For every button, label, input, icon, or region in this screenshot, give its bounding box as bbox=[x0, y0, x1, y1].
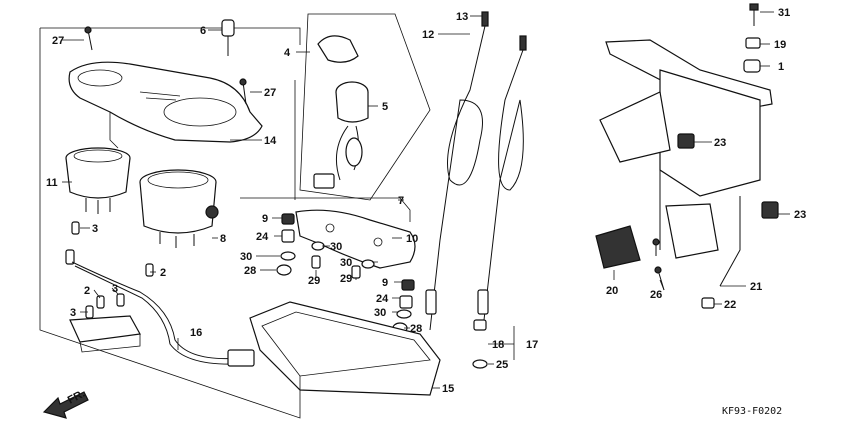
callout-12: 12 bbox=[422, 29, 434, 41]
callout-leader-lines bbox=[62, 11, 790, 389]
callout-3b: 3 bbox=[112, 283, 118, 295]
callout-13: 13 bbox=[456, 11, 468, 23]
wire-harness-part bbox=[69, 261, 255, 367]
diagram-code: KF93-F0202 bbox=[722, 406, 782, 417]
bulb-sockets bbox=[65, 221, 154, 319]
callout-17: 17 bbox=[526, 339, 538, 351]
callout-29b: 29 bbox=[340, 273, 352, 285]
callout-10: 10 bbox=[406, 233, 418, 245]
front-direction-arrow bbox=[42, 391, 89, 419]
mounting-plate bbox=[240, 197, 416, 269]
callout-27b: 27 bbox=[264, 87, 276, 99]
callout-30b: 30 bbox=[330, 241, 342, 253]
callout-30d: 30 bbox=[374, 307, 386, 319]
callout-3a: 3 bbox=[92, 223, 98, 235]
callout-24b: 24 bbox=[376, 293, 389, 305]
callout-27a: 27 bbox=[52, 35, 64, 47]
speedometer-cable bbox=[425, 11, 489, 331]
callout-23b: 23 bbox=[794, 209, 806, 221]
key-part bbox=[221, 19, 235, 56]
callout-28b: 28 bbox=[410, 323, 422, 335]
front-direction-label: FR. bbox=[66, 388, 87, 407]
callout-8: 8 bbox=[220, 233, 226, 245]
callout-5: 5 bbox=[382, 101, 388, 113]
callout-25: 25 bbox=[496, 359, 508, 371]
callout-7: 7 bbox=[398, 195, 404, 207]
callout-2a: 2 bbox=[160, 267, 166, 279]
callout-21: 21 bbox=[750, 281, 762, 293]
screw-parts bbox=[84, 26, 247, 105]
callout-16: 16 bbox=[190, 327, 202, 339]
callout-2b: 2 bbox=[84, 285, 90, 297]
callout-23a: 23 bbox=[714, 137, 726, 149]
callout-labels: 27 6 27 14 11 3 8 2 2 3 3 16 4 5 7 9 24 … bbox=[46, 7, 806, 395]
tachometer-part bbox=[139, 169, 219, 248]
callout-28a: 28 bbox=[244, 265, 256, 277]
callout-9a: 9 bbox=[262, 213, 268, 225]
callout-24a: 24 bbox=[256, 231, 269, 243]
lower-case-part bbox=[249, 301, 441, 396]
callout-31: 31 bbox=[778, 7, 790, 19]
callout-20: 20 bbox=[606, 285, 618, 297]
instrument-cover-part bbox=[68, 61, 263, 149]
tachometer-cable bbox=[472, 35, 527, 369]
callout-3c: 3 bbox=[70, 307, 76, 319]
callout-19: 19 bbox=[774, 39, 786, 51]
ignition-switch-box bbox=[299, 13, 431, 201]
callout-18: 18 bbox=[492, 339, 504, 351]
speedometer-part bbox=[65, 147, 131, 214]
headlight-bracket-assembly bbox=[595, 3, 779, 309]
callout-9b: 9 bbox=[382, 277, 388, 289]
callout-26: 26 bbox=[650, 289, 662, 301]
callout-6: 6 bbox=[200, 25, 206, 37]
callout-4: 4 bbox=[284, 47, 291, 59]
callout-30c: 30 bbox=[340, 257, 352, 269]
callout-29a: 29 bbox=[308, 275, 320, 287]
callout-22: 22 bbox=[724, 299, 736, 311]
callout-11: 11 bbox=[46, 177, 58, 189]
callout-1: 1 bbox=[778, 61, 784, 73]
callout-14: 14 bbox=[264, 135, 277, 147]
callout-30a: 30 bbox=[240, 251, 252, 263]
callout-15: 15 bbox=[442, 383, 454, 395]
